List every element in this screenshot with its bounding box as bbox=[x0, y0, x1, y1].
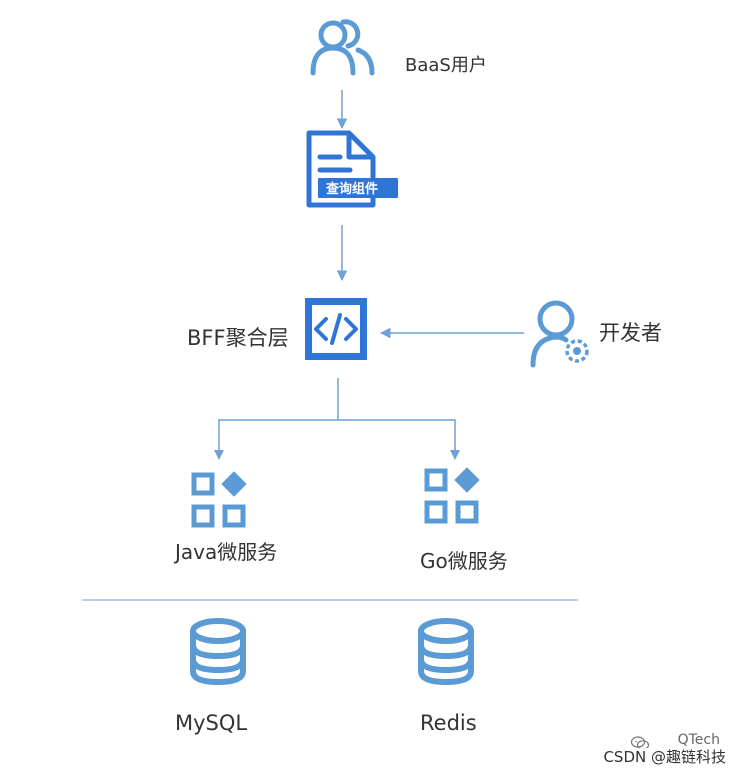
users-icon bbox=[310, 19, 375, 76]
baas-user-label: BaaS用户 bbox=[405, 55, 487, 76]
developer-label: 开发者 bbox=[599, 321, 662, 345]
watermark-primary: CSDN @趣链科技 bbox=[601, 748, 728, 766]
edge-bff-to-services bbox=[218, 378, 456, 458]
go-service-label: Go微服务 bbox=[420, 549, 508, 573]
watermark-secondary: QTech bbox=[677, 732, 720, 748]
redis-label: Redis bbox=[420, 711, 477, 735]
mysql-label: MySQL bbox=[175, 711, 247, 735]
code-icon bbox=[305, 298, 367, 360]
edge-bff-to-java-arrowhead bbox=[214, 450, 224, 460]
document-icon bbox=[306, 130, 398, 208]
apps-icon bbox=[191, 471, 247, 528]
java-service-label: Java微服务 bbox=[173, 540, 277, 564]
bff-layer-label: BFF聚合层 bbox=[187, 326, 289, 350]
database-icon bbox=[418, 618, 474, 686]
database-icon bbox=[190, 618, 246, 686]
apps-icon bbox=[424, 467, 480, 524]
edge-bff-to-go-arrowhead bbox=[450, 450, 460, 460]
query-component-label: 查询组件 bbox=[325, 181, 378, 197]
user-gear-icon bbox=[530, 300, 589, 368]
